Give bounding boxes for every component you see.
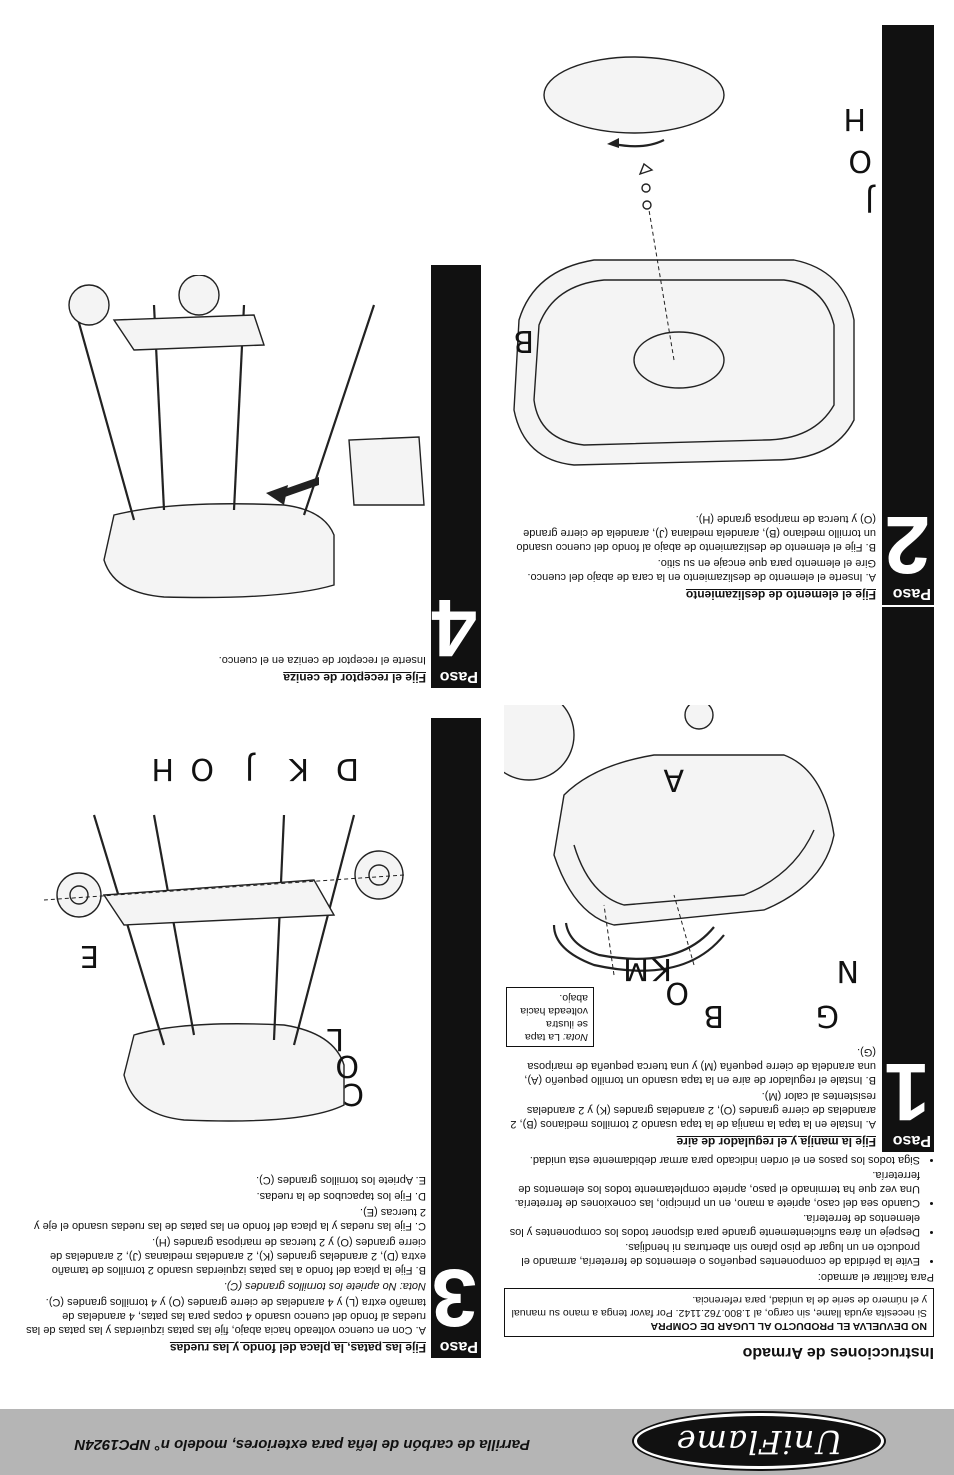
slide-vent [633,331,725,389]
step1-item-b: B. Instale el regulador de aire en la ta… [524,1046,876,1086]
tip-item: Siga todos los pasos en el orden indicad… [504,1153,920,1167]
part-letter-g: G [815,998,839,1033]
step1-text: Fije la manija y el regulador de aire A.… [506,1043,876,1149]
part-letter-l3: L [327,1021,344,1056]
part-letter-j2: J [865,183,874,218]
step3-item-b: B. Fije la placa del fondo a las patas i… [49,1236,426,1276]
lid-handle [552,924,725,972]
step3-item-a: A. Con en cuenco volteado hacia abajo, f… [26,1296,426,1336]
part-letter-h2: H [843,101,866,136]
tip-item: Cuando sea del caso, apriete a mano, en … [504,1168,920,1210]
part-letter-d3: D [335,751,359,786]
wheel-b [68,284,110,326]
step3-note: Nota: No apriete los tornillos grandes (… [223,1280,426,1292]
step4-item: Inserte el receptor de ceniza en el cuen… [218,654,426,666]
intro-text: Para facilitar el armado: [817,1271,934,1283]
bowl-inverted [123,1023,345,1122]
arrow-icon [266,485,288,505]
part-letter-j3: J [245,751,254,786]
part-letter-m: M [623,951,649,986]
step1-illustration [504,705,835,976]
part-letter-o2: O [848,143,872,178]
step1-number: 1 [884,1046,930,1137]
tip-item: Evite la pérdida de componentes pequeños… [504,1240,920,1268]
step1-sidebar: Paso 1 [882,607,934,1152]
lid-shape [553,754,835,926]
part-letter-b2: B [513,323,534,358]
notice-box: NO DEVUELVA EL PRODUCTO AL LUGAR DE COMP… [504,1288,934,1337]
part-letter-k: K [652,951,672,986]
step2-heading: Fije el elemento de deslizamiento [685,588,876,602]
step3-number: 3 [431,1252,477,1343]
step3-heading: Fije las patas, la placa del fondo y las… [169,1341,426,1355]
step2-number: 2 [884,499,930,590]
bottom-plate [102,879,336,926]
part-letter-o3: O [190,751,214,786]
wheel-left [354,850,404,900]
part-letter-h3: H [151,751,174,786]
step2-text: Fije el elemento de deslizamiento A. Ins… [506,510,876,602]
notice-body: Si necesita ayuda llame, sin cargo, al 1… [511,1294,927,1319]
step2-item-b: B. Fije el elemento de deslizamiento de … [516,513,876,553]
step3-item-d: D. Fije los tapacubos de la ruedas. [256,1190,426,1202]
step1-heading: Fije la manija y el regulador de aire [676,1135,876,1149]
wheel-right [56,872,102,918]
step4-illustration [68,275,425,599]
part-letter-a: A [663,762,684,797]
damper-plate [543,56,725,134]
step3-sidebar: Paso 3 [431,718,481,1358]
part-letter-n: N [836,953,859,988]
part-letter-e3: E [80,938,99,973]
step3-item-c: C. Fije las ruedas y la placa del fondo … [34,1206,426,1232]
part-letter-k3: K [289,751,309,786]
instructions-title: Instrucciones de Armado [742,1344,934,1361]
page-title: Parrilla de carbón de leña para exterior… [74,1436,530,1453]
step3-text: Fije las patas, la placa del fondo y las… [26,1171,426,1355]
step1-note-label: Nota: [562,1031,588,1043]
part-letter-b: B [703,998,724,1033]
step2-illustration [513,56,855,466]
step1-item-a: A. Instale en la tapa la manija de la ta… [510,1090,876,1130]
step2-sidebar: Paso 2 [882,25,934,605]
step2-item-a: A. Inserte el elemento de deslizamiento … [527,557,876,583]
tips-list: Evite la pérdida de componentes pequeños… [504,1153,934,1268]
step4-heading: Fije el receptor de ceniza [283,671,426,685]
step4-number: 4 [431,582,477,673]
tip-item: Despeje un área suficientemente grande p… [504,1211,920,1239]
step3-illustration [43,814,405,1122]
step4-text: Fije el receptor de ceniza Inserte el re… [26,651,426,685]
bowl-step4 [103,503,335,599]
instructions-block: Instrucciones de Armado NO DEVUELVA EL P… [504,1152,934,1361]
step3-item-e: E. Apriete los tornillos grandes (C). [256,1174,426,1186]
bottom-plate-4 [112,314,265,351]
logo-text: UniFlame [675,1423,843,1461]
step4-sidebar: Paso 4 [431,265,481,688]
brand-logo: UniFlame [634,1413,884,1469]
wheel-a [178,275,220,316]
notice-heading: NO DEVUELVA EL PRODUCTO AL LUGAR DE COMP… [650,1320,927,1332]
ash-catcher [348,436,425,506]
